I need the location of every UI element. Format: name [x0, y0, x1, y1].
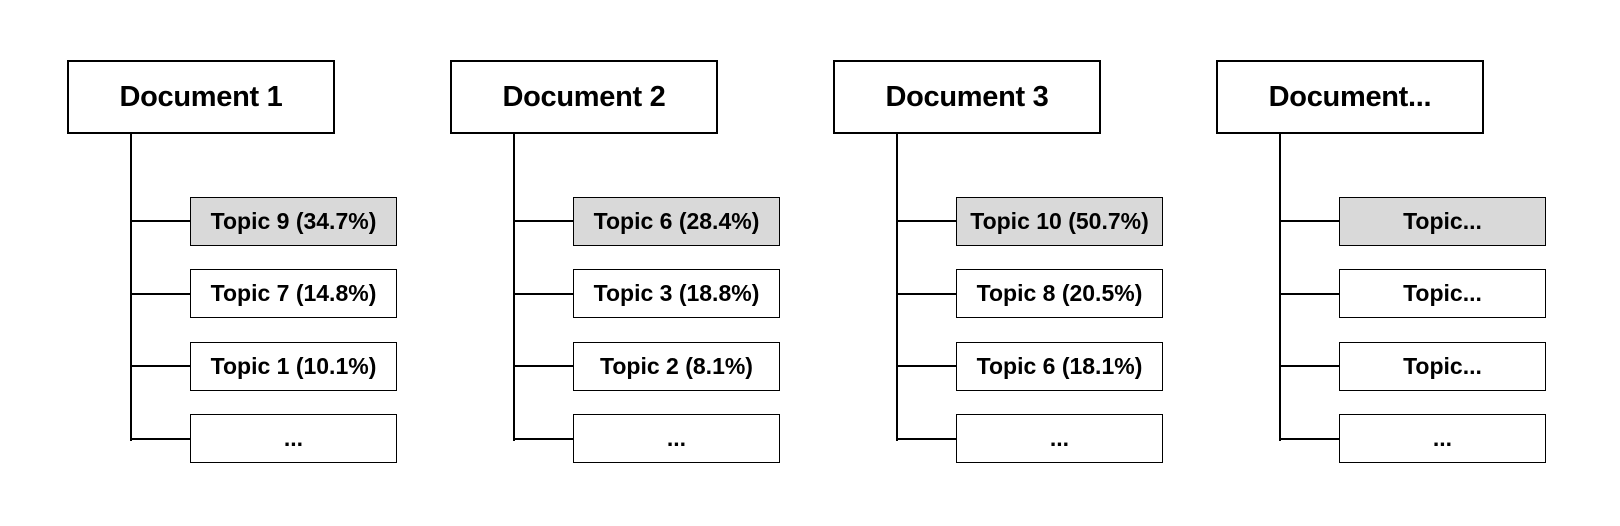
topic-box-top: Topic 6 (28.4%): [573, 197, 780, 246]
tree-trunk-line: [130, 134, 132, 441]
topic-box-ellipsis: ...: [956, 414, 1163, 463]
tree-branch-line: [1279, 438, 1339, 440]
tree-branch-line: [130, 220, 190, 222]
tree-trunk-line: [896, 134, 898, 441]
tree-branch-line: [896, 220, 956, 222]
topic-box: Topic 8 (20.5%): [956, 269, 1163, 318]
document-box: Document...: [1216, 60, 1484, 134]
tree-branch-line: [896, 293, 956, 295]
topic-box: Topic 6 (18.1%): [956, 342, 1163, 391]
document-box: Document 3: [833, 60, 1101, 134]
topic-box-ellipsis: ...: [573, 414, 780, 463]
topic-box: Topic 7 (14.8%): [190, 269, 397, 318]
tree-branch-line: [1279, 293, 1339, 295]
document-group-1: Document 1 Topic 9 (34.7%) Topic 7 (14.8…: [67, 0, 407, 526]
document-group-2: Document 2 Topic 6 (28.4%) Topic 3 (18.8…: [450, 0, 790, 526]
topic-box: Topic...: [1339, 342, 1546, 391]
tree-branch-line: [130, 293, 190, 295]
tree-branch-line: [130, 438, 190, 440]
tree-branch-line: [896, 365, 956, 367]
tree-branch-line: [513, 438, 573, 440]
tree-trunk-line: [1279, 134, 1281, 441]
topic-box-top: Topic 9 (34.7%): [190, 197, 397, 246]
tree-branch-line: [896, 438, 956, 440]
tree-branch-line: [130, 365, 190, 367]
topic-box-top: Topic...: [1339, 197, 1546, 246]
tree-branch-line: [1279, 365, 1339, 367]
tree-branch-line: [513, 220, 573, 222]
topic-box: Topic 3 (18.8%): [573, 269, 780, 318]
topic-box-ellipsis: ...: [190, 414, 397, 463]
document-box: Document 1: [67, 60, 335, 134]
topic-box-ellipsis: ...: [1339, 414, 1546, 463]
topic-box: Topic 1 (10.1%): [190, 342, 397, 391]
topic-box: Topic 2 (8.1%): [573, 342, 780, 391]
topic-box: Topic...: [1339, 269, 1546, 318]
document-group-more: Document... Topic... Topic... Topic... .…: [1216, 0, 1556, 526]
tree-trunk-line: [513, 134, 515, 441]
document-box: Document 2: [450, 60, 718, 134]
tree-branch-line: [513, 365, 573, 367]
tree-branch-line: [513, 293, 573, 295]
topic-box-top: Topic 10 (50.7%): [956, 197, 1163, 246]
tree-branch-line: [1279, 220, 1339, 222]
document-group-3: Document 3 Topic 10 (50.7%) Topic 8 (20.…: [833, 0, 1173, 526]
